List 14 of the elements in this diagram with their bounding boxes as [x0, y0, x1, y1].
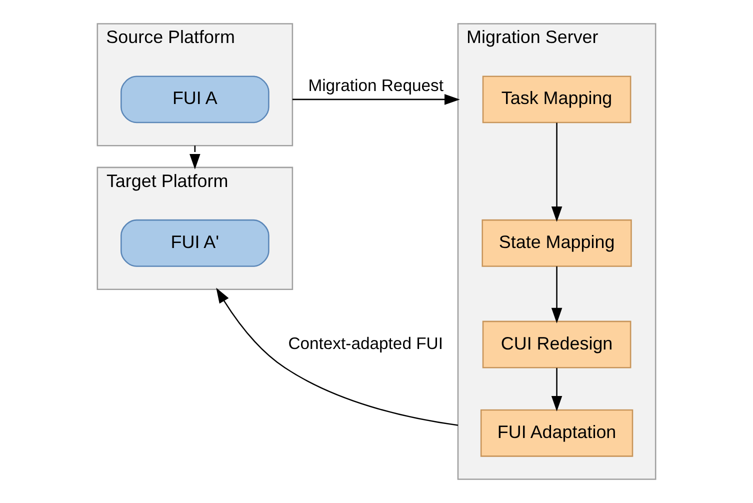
arrow	[216, 288, 458, 426]
arrow	[551, 122, 562, 222]
arrow	[551, 368, 562, 412]
arrow	[551, 266, 562, 324]
arrow	[190, 146, 200, 170]
edge-label: Context-adapted FUI	[288, 334, 443, 353]
node-box: FUI A'	[120, 219, 270, 267]
node-box: CUI Redesign	[482, 320, 632, 368]
edge-label: Migration Request	[308, 76, 444, 95]
node-box: FUI A	[120, 76, 270, 124]
node-box: State Mapping	[482, 219, 632, 267]
arrow	[292, 94, 460, 105]
node-box: Task Mapping	[482, 76, 632, 124]
node-box: FUI Adaptation	[480, 409, 634, 457]
